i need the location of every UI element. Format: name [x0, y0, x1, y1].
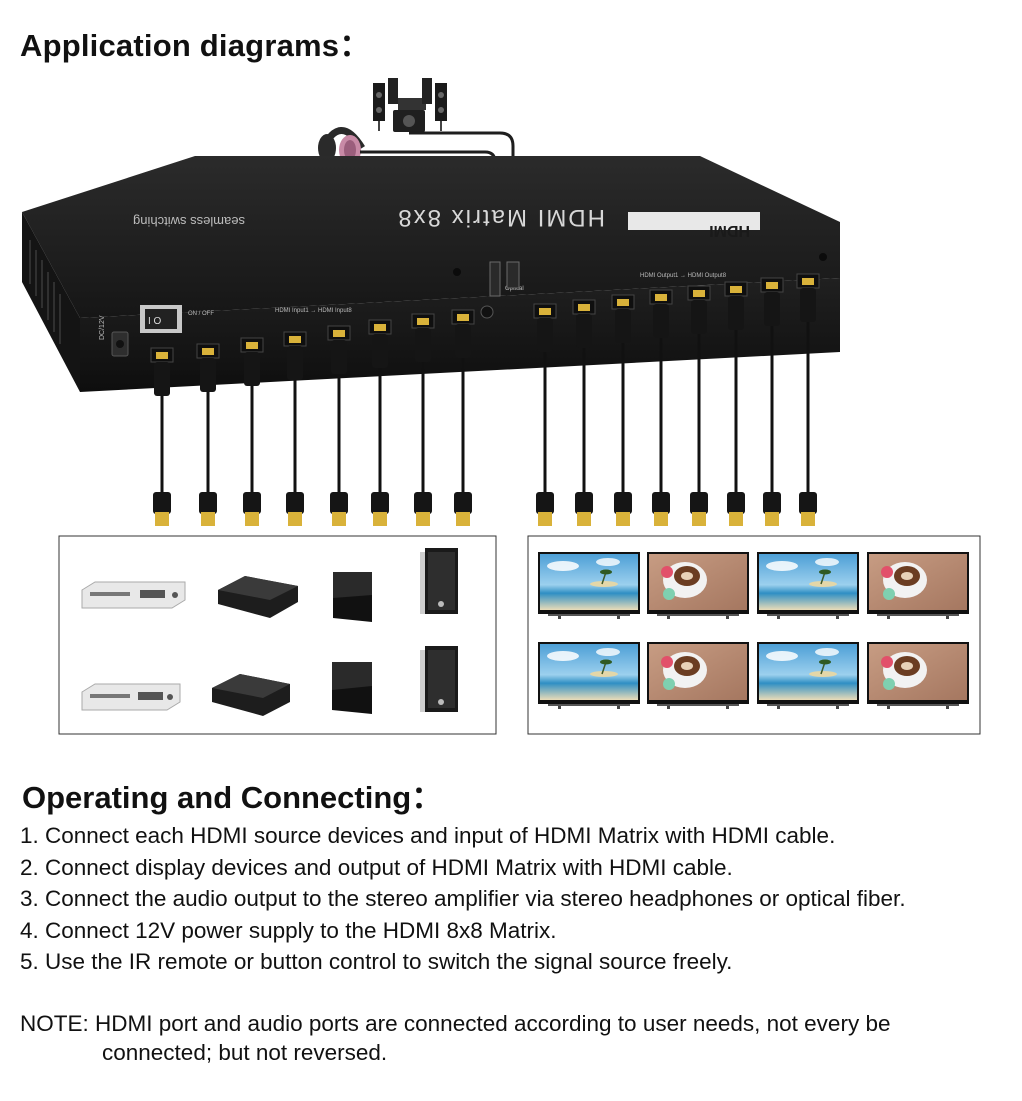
note-line-2: connected; but not reversed. — [102, 1040, 388, 1065]
step-5: 5. Use the IR remote or button control t… — [20, 949, 733, 974]
hdmi-logo-text: HDMI — [709, 222, 750, 239]
beach-tv-icon — [538, 552, 640, 619]
step-2: 2. Connect display devices and output of… — [20, 854, 733, 880]
input-label: HDMI Input1 → HDMI Input8 — [275, 308, 352, 314]
coffee-tv-icon — [647, 642, 749, 709]
dvd-player-icon — [81, 581, 186, 609]
application-diagram: HDMI Matrix 8x8 seamless switching HDMI … — [22, 78, 981, 735]
coffee-tv-icon — [867, 552, 969, 619]
hdmi-input-cable — [150, 347, 174, 526]
step-4: 4. Connect 12V power supply to the HDMI … — [20, 917, 557, 943]
svg-text:I O: I O — [148, 316, 162, 327]
hdmi-output-cable — [649, 289, 673, 526]
beach-tv-icon — [757, 642, 859, 709]
pc-tower-icon — [420, 646, 458, 712]
device-subtitle: seamless switching — [133, 214, 245, 229]
hdmi-output-cable — [533, 303, 557, 526]
hdmi-input-cable — [196, 343, 220, 526]
set-top-box-icon — [212, 674, 290, 716]
audio-jack — [480, 305, 494, 319]
switch-label: ON / OFF — [188, 311, 214, 317]
speaker-system-icon — [373, 78, 447, 132]
note: NOTE: HDMI port and audio ports are conn… — [20, 1009, 1010, 1067]
game-console-icon — [333, 572, 372, 622]
game-console-icon — [332, 662, 372, 714]
hdmi-output-cable — [611, 294, 635, 526]
output-label: HDMI Output1 → HDMI Output8 — [640, 273, 727, 279]
display-devices-panel — [527, 535, 981, 735]
hdmi-input-cable — [368, 319, 392, 526]
steps-list: 1. Connect each HDMI source devices and … — [20, 820, 906, 978]
hdmi-output-cable — [796, 273, 820, 526]
dvd-player-icon — [81, 683, 181, 711]
source-devices-panel — [58, 535, 497, 735]
hdmi-output-cable — [687, 285, 711, 526]
beach-tv-icon — [538, 642, 640, 709]
hdmi-input-cable — [411, 313, 435, 526]
coffee-tv-icon — [867, 642, 969, 709]
hdmi-output-cable — [724, 281, 748, 526]
hdmi-input-cable — [327, 325, 351, 526]
hdmi-input-cable — [283, 331, 307, 526]
hdmi-output-cable — [760, 277, 784, 526]
coffee-tv-icon — [647, 552, 749, 619]
device-title: HDMI Matrix 8x8 — [396, 204, 605, 231]
hdmi-input-cable — [451, 309, 475, 526]
hdmi-input-cable — [240, 337, 264, 526]
hdmi-cables — [150, 273, 820, 526]
operating-heading: Operating and Connecting： — [22, 780, 443, 815]
hdmi-logo: HDMI — [628, 212, 760, 239]
set-top-box-icon — [218, 576, 298, 618]
application-heading: Application diagrams： — [20, 28, 371, 63]
hdmi-output-cable — [572, 299, 596, 526]
pc-tower-icon — [420, 548, 458, 614]
beach-tv-icon — [757, 552, 859, 619]
note-line-1: NOTE: HDMI port and audio ports are conn… — [20, 1011, 891, 1036]
optical-label: Optical — [505, 286, 524, 292]
step-3: 3. Connect the audio output to the stere… — [20, 886, 906, 911]
power-label: DC/12V — [99, 315, 106, 340]
step-1: 1. Connect each HDMI source devices and … — [20, 823, 836, 848]
